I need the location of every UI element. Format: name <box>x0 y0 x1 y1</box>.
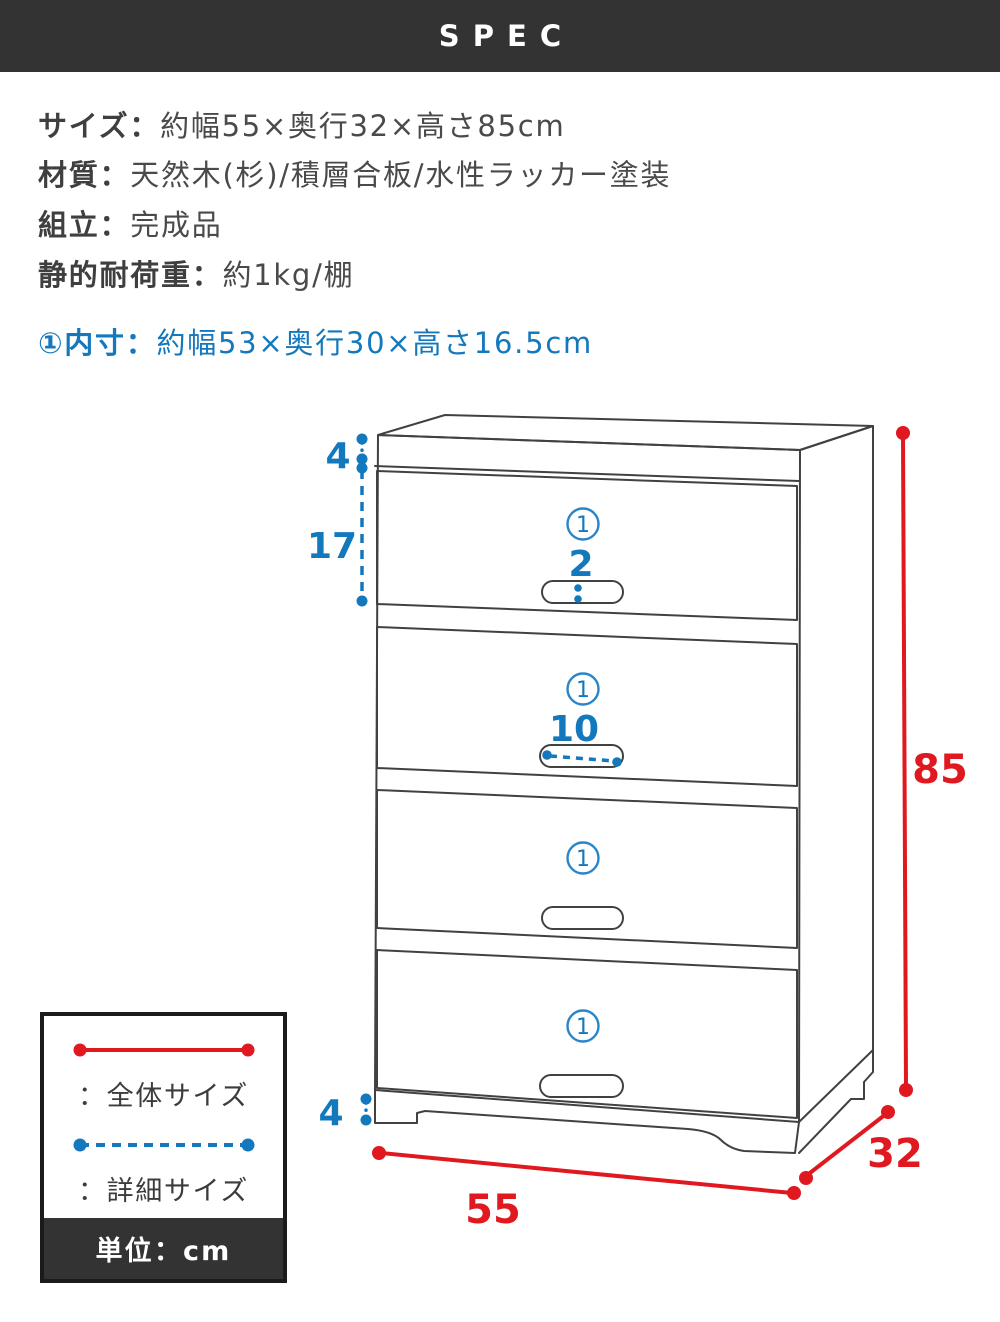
dim-top-offset-value: 4 <box>325 436 350 477</box>
badge-number: 1 <box>576 847 590 872</box>
dim-drawer-height-value: 17 <box>307 526 357 567</box>
inner-size-label: ①内寸： <box>38 326 157 360</box>
spec-label-assembly: 組立： <box>38 208 131 242</box>
badge-circle-icon <box>566 1009 600 1043</box>
legend-dot <box>73 1043 86 1057</box>
badge-circle-icon <box>566 672 600 706</box>
dim-handle-height: 2 <box>568 544 594 603</box>
spec-row-material: 材質：天然木(杉)/積層合板/水性ラッカー塗装 <box>38 158 671 192</box>
spec-value-size: 約幅55×奥行32×高さ85cm <box>160 109 566 143</box>
dim-base-height-value: 4 <box>318 1093 343 1134</box>
dim-dot <box>574 584 582 592</box>
dim-overall-width-value: 55 <box>465 1187 521 1233</box>
cabinet-side-panel <box>798 425 874 1154</box>
dim-dot <box>356 433 368 445</box>
dim-overall-depth-line <box>804 1112 888 1178</box>
dim-overall-width-line <box>380 1151 793 1195</box>
dim-dot <box>612 757 622 767</box>
dim-overall-depth-value: 32 <box>867 1131 923 1177</box>
legend-detail-label: ：詳細サイズ <box>78 1176 249 1207</box>
drawer-1-face <box>376 470 798 621</box>
page-title: SPEC <box>0 0 1000 72</box>
dim-dot <box>360 1114 372 1126</box>
legend-box: ：全体サイズ ：詳細サイズ 単位：cm <box>40 1012 287 1283</box>
legend-dot <box>73 1138 86 1152</box>
spec-value-material: 天然木(杉)/積層合板/水性ラッカー塗装 <box>130 158 672 192</box>
dim-drawer-height: 17 <box>307 462 368 607</box>
drawer-3-face <box>376 789 798 949</box>
dim-dot <box>799 1171 813 1185</box>
dim-dot <box>356 595 368 607</box>
spec-label-material: 材質： <box>38 158 131 192</box>
badge-number: 1 <box>576 678 590 703</box>
cabinet-top-rail-line <box>374 465 800 482</box>
drawer-4-face <box>376 949 798 1119</box>
dim-dot <box>574 595 582 603</box>
dim-handle-height-value: 2 <box>568 544 593 585</box>
spec-label-size: サイズ： <box>38 109 161 143</box>
drawer-2-face <box>376 626 798 787</box>
dim-handle-width: 10 <box>542 709 622 767</box>
spec-row-inner-size: ①内寸：約幅53×奥行30×高さ16.5cm <box>38 326 593 360</box>
dim-overall-width: 55 <box>372 1146 801 1233</box>
legend-dot <box>241 1138 254 1152</box>
spec-row-assembly: 組立：完成品 <box>38 208 222 242</box>
dim-top-offset: 4 <box>325 433 368 477</box>
legend-detail-line-icon <box>73 1138 254 1152</box>
dim-dot <box>542 750 552 760</box>
dim-overall-height-value: 85 <box>912 747 968 793</box>
spec-label-load: 静的耐荷重： <box>38 258 223 292</box>
dim-overall-height: 85 <box>896 426 968 1097</box>
badge-circle-icon <box>566 841 600 875</box>
badge-number: 1 <box>576 1015 590 1040</box>
spec-value-assembly: 完成品 <box>130 208 223 242</box>
dim-dot <box>881 1105 895 1119</box>
drawer-4-handle <box>539 1074 624 1098</box>
drawer-1-badge: 1 <box>566 507 600 541</box>
legend-overall-label: ：全体サイズ <box>78 1081 249 1112</box>
dim-handle-width-line <box>549 754 615 763</box>
badge-number: 1 <box>576 513 590 538</box>
dim-dot <box>896 426 910 440</box>
dim-dot <box>360 1093 372 1105</box>
cabinet-side-plinth-line <box>798 1049 874 1123</box>
dim-overall-depth: 32 <box>799 1105 923 1185</box>
drawer-1-handle <box>541 580 624 604</box>
dim-base-height: 4 <box>318 1093 372 1134</box>
cabinet-base-plinth <box>374 1089 800 1154</box>
dim-dot <box>899 1083 913 1097</box>
spec-value-load: 約1kg/棚 <box>222 258 355 292</box>
legend-dot <box>241 1043 254 1057</box>
dim-dot <box>356 462 368 474</box>
drawer-3-badge: 1 <box>566 841 600 875</box>
drawer-3-handle <box>541 906 624 930</box>
dim-overall-height-line <box>901 436 908 1087</box>
drawer-4-badge: 1 <box>566 1009 600 1043</box>
legend-overall-line-icon <box>73 1043 254 1057</box>
inner-size-value: 約幅53×奥行30×高さ16.5cm <box>156 326 594 360</box>
spec-row-load: 静的耐荷重：約1kg/棚 <box>38 258 354 292</box>
legend-unit-label: 単位：cm <box>44 1218 283 1279</box>
dim-handle-width-value: 10 <box>549 709 599 750</box>
dim-dot <box>372 1146 386 1160</box>
dim-dot <box>356 453 368 465</box>
spec-row-size: サイズ：約幅55×奥行32×高さ85cm <box>38 109 565 143</box>
dim-dot <box>787 1186 801 1200</box>
drawer-2-badge: 1 <box>566 672 600 706</box>
badge-circle-icon <box>566 507 600 541</box>
